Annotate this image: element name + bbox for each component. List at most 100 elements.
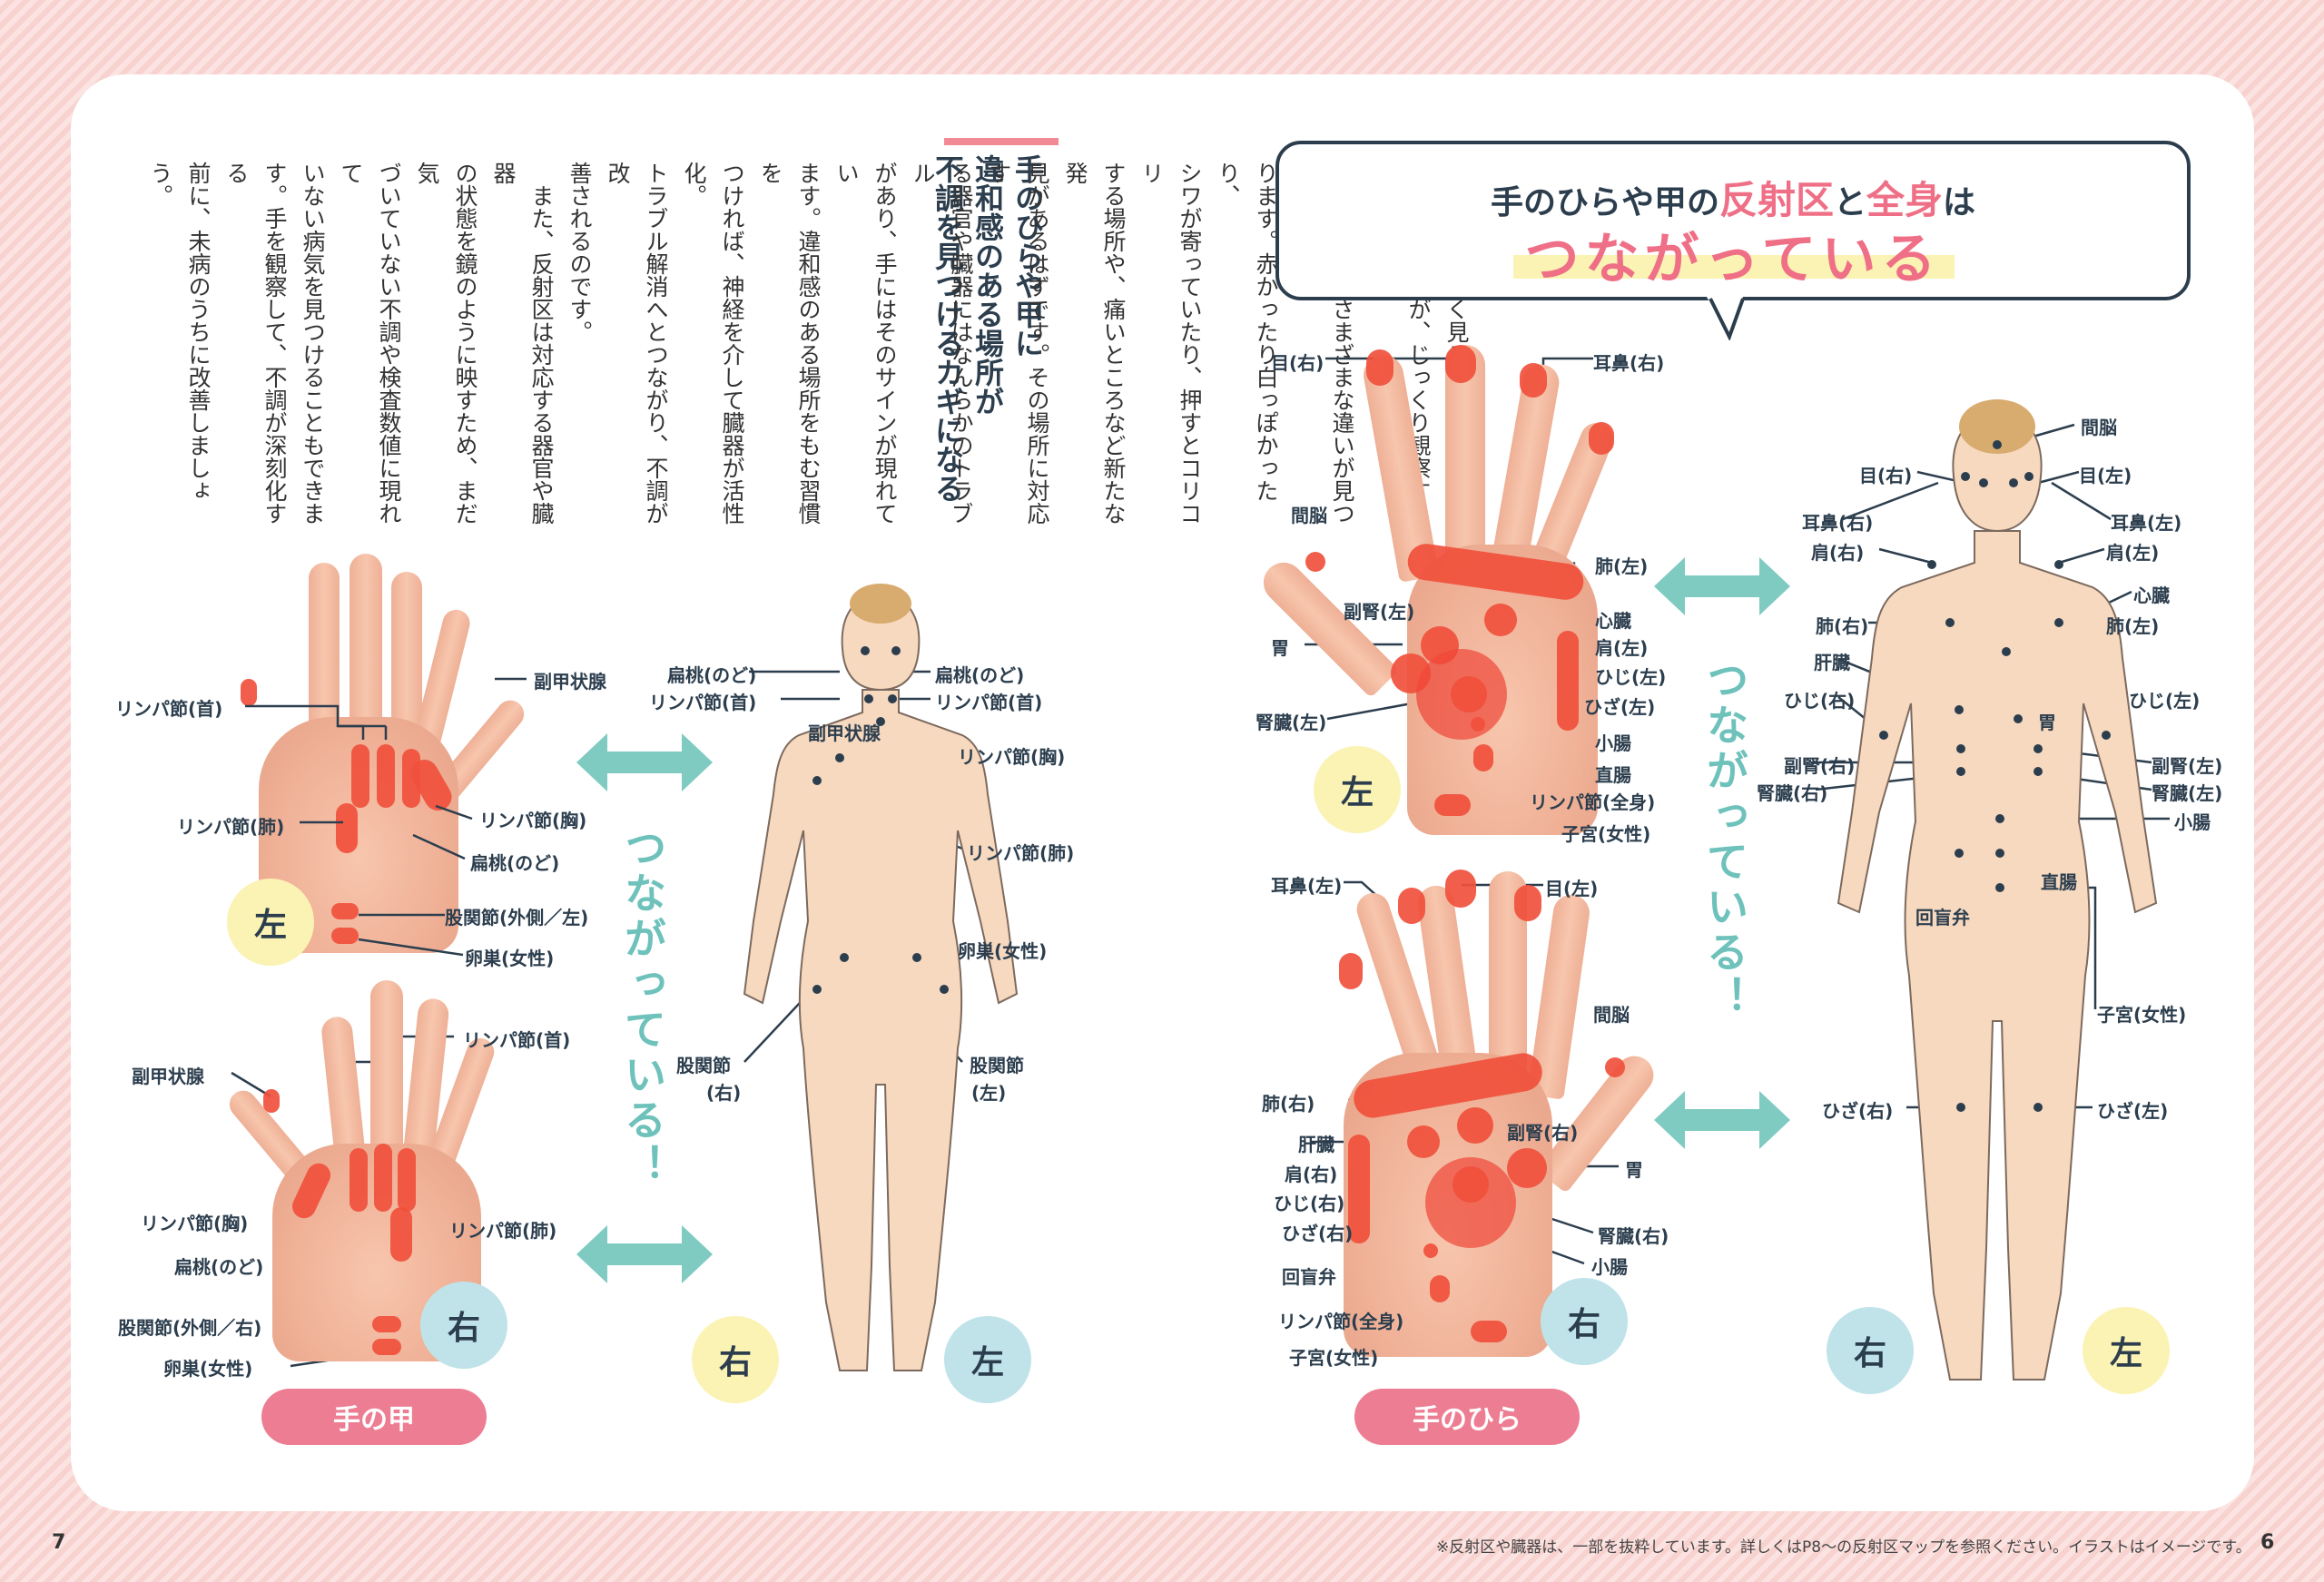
label: 股関節 <box>970 1055 1024 1076</box>
reflex-zone <box>1430 1275 1450 1302</box>
back-of-hand-pill: 手の甲 <box>261 1389 487 1445</box>
finger <box>370 980 403 1162</box>
reflex-zone <box>1471 717 1485 732</box>
label: リンパ節(胸) <box>479 810 587 831</box>
label: 肺(左) <box>2106 615 2160 637</box>
reflex-zone <box>1605 1057 1625 1077</box>
body-text-column: ます。違和感のある場所をもむ習慣を <box>757 162 822 525</box>
callout-highlight <box>1513 255 1955 279</box>
heading-line-2: 違和感のある場所が <box>970 154 1005 416</box>
label: 扁桃(のど) <box>667 664 757 686</box>
callout-line-1: 手のひらや甲の反射区と全身は <box>1279 170 2187 225</box>
finger <box>350 554 382 735</box>
label: 副甲状腺 <box>132 1066 204 1087</box>
reflex-zone <box>1398 888 1425 924</box>
label: 耳鼻(右) <box>1802 512 1874 534</box>
label: 肩(右) <box>1811 542 1865 564</box>
side-badge-right: 右 <box>1541 1278 1628 1365</box>
double-arrow-icon <box>576 733 713 791</box>
body-text-column: づいていない不調や検査数値に現れて <box>338 162 402 525</box>
reflex-zone <box>390 1207 412 1262</box>
body-text-column: トラブル解消へとつながり、不調が改 <box>605 162 669 525</box>
reflex-zone <box>1445 870 1476 908</box>
side-badge-left: 左 <box>1314 746 1401 833</box>
heading-line-3: 不調を見つけるカギになる <box>931 154 965 503</box>
label: 直腸 <box>2041 871 2077 893</box>
label: 小腸 <box>1591 1256 1628 1278</box>
callout-text: 手のひらや甲の <box>1490 184 1719 221</box>
body-text-column: す。手を観察して、不調が深刻化する <box>223 162 288 525</box>
label: 間脳 <box>1593 1004 1630 1026</box>
page-number-right: 6 <box>2260 1531 2275 1554</box>
label: 間脳 <box>2081 417 2117 438</box>
label: 股関節(外側／右) <box>118 1317 262 1339</box>
label: リンパ節(肺) <box>967 842 1075 864</box>
callout-text: は <box>1943 184 1976 221</box>
reflex-zone <box>1452 1166 1489 1203</box>
label: リンパ節(全身) <box>1530 791 1656 813</box>
connected-vertical-text: つながっている！ <box>1700 658 1749 1021</box>
label: 肩(右) <box>1285 1164 1338 1185</box>
body-text-column: いない病気を見つけることもできま <box>300 162 326 525</box>
body-text-column: があり、手にはそのサインが現れてい <box>833 162 898 525</box>
label: 腎臓(左) <box>1256 712 1327 733</box>
label: 肩(左) <box>2106 542 2160 564</box>
heading-line-1: 手のひらや甲に <box>1010 154 1045 358</box>
label: 肩(左) <box>1595 637 1649 659</box>
reflex-zone <box>1305 552 1325 572</box>
label: (左) <box>971 1082 1007 1104</box>
reflex-zone <box>1457 1107 1493 1144</box>
body-text-column: つければ、神経を介して臓器が活性化。 <box>681 162 745 525</box>
reflex-zone <box>351 744 369 808</box>
label: 肺(右) <box>1816 615 1869 637</box>
callout-line-2: つながっている <box>1524 228 1942 291</box>
label: 耳鼻(左) <box>1271 875 1343 897</box>
label: 肝臓 <box>1814 652 1850 673</box>
label: リンパ節(首) <box>115 698 223 720</box>
side-badge-right: 右 <box>420 1282 507 1369</box>
body-badge-left: 左 <box>2083 1307 2170 1394</box>
reflex-zone <box>350 1148 368 1212</box>
label: 目(右) <box>1859 465 1913 486</box>
reflex-zone <box>372 1316 401 1332</box>
callout-emphasis: 全身 <box>1866 178 1944 222</box>
section-heading: 手のひらや甲に 違和感のある場所が 不調を見つけるカギになる <box>928 154 1048 554</box>
reflex-zone <box>1471 1321 1507 1342</box>
side-badge-left: 左 <box>227 879 314 966</box>
label: リンパ節(肺) <box>449 1220 557 1242</box>
label: ひざ(右) <box>1282 1223 1354 1244</box>
reflex-zone <box>1445 345 1476 383</box>
label: 扁桃(のど) <box>174 1256 264 1278</box>
label: リンパ節(首) <box>935 692 1043 713</box>
label: 子宮(女性) <box>1289 1347 1379 1369</box>
label: リンパ節(首) <box>649 692 757 713</box>
reflex-zone <box>263 1089 280 1113</box>
double-arrow-icon <box>1654 557 1790 615</box>
callout-tail <box>1707 297 1745 340</box>
label: 子宮(女性) <box>1561 823 1651 845</box>
body-text-column: シワが寄っていたり、押すとコリコリ <box>1138 162 1203 525</box>
reflex-zone <box>372 1339 401 1355</box>
label: ひざ(左) <box>1584 696 1656 718</box>
reflex-zone <box>1514 885 1541 921</box>
label: リンパ節(首) <box>463 1029 571 1051</box>
reflex-zone <box>1451 676 1487 712</box>
reflex-zone <box>1348 1135 1370 1243</box>
label: 胃 <box>1271 637 1289 659</box>
label: ひじ(右) <box>1274 1193 1345 1214</box>
body-badge-right: 右 <box>1827 1307 1914 1394</box>
label: ひざ(右) <box>1822 1100 1894 1122</box>
body-text-column: する場所や、痛いところなど新たな発 <box>1062 162 1127 525</box>
body-text-column: ります。赤かったり白っぽかったり、 <box>1215 162 1279 502</box>
female-body-front-illustration <box>743 584 1019 1371</box>
label: 胃 <box>1625 1159 1643 1181</box>
label: (右) <box>706 1082 742 1104</box>
label: 耳鼻(右) <box>1593 352 1665 374</box>
label: 小腸 <box>1595 732 1631 754</box>
label: 腎臓(右) <box>1598 1225 1669 1247</box>
label: 副腎(左) <box>2152 755 2223 777</box>
reflex-zone <box>336 803 358 853</box>
reflex-zone <box>1473 744 1493 771</box>
label: 腎臓(左) <box>2152 782 2223 804</box>
label: リンパ節(全身) <box>1278 1311 1404 1332</box>
